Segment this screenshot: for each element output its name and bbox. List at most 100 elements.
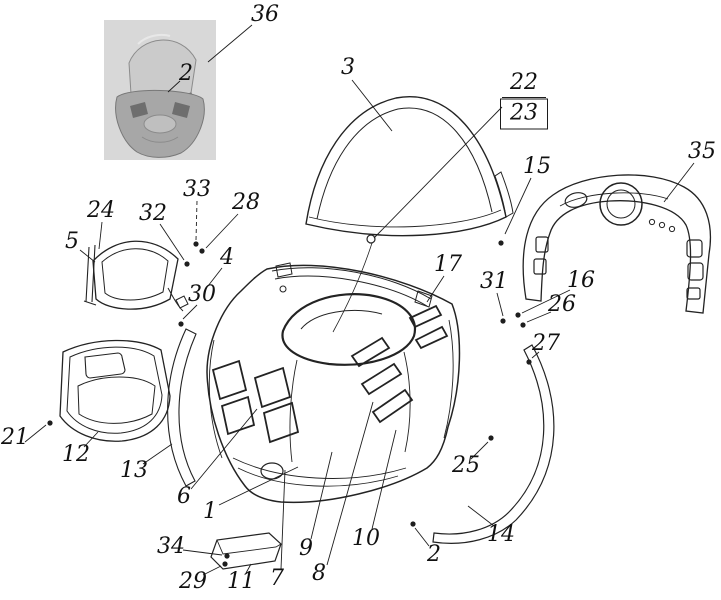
console-switch [533, 258, 547, 275]
leader-line-32 [159, 223, 185, 261]
leader-line-29 [202, 565, 222, 576]
fastener-dot-29 [222, 561, 228, 567]
leader-line-28 [205, 213, 239, 249]
windshield-mount-hole [366, 234, 376, 244]
thumbnail-hood-line [141, 136, 179, 143]
callout-22: 22 [502, 72, 546, 98]
leader-line-3 [351, 79, 393, 132]
callout-9: 9 [299, 536, 313, 561]
callout-31: 31 [480, 269, 508, 294]
panel-inner-edge [66, 346, 163, 434]
hinge-bar-inner [274, 275, 428, 307]
callout-26: 26 [548, 292, 576, 317]
fastener-dot-2 [410, 521, 416, 527]
thumbnail-vent-right [172, 102, 190, 118]
leader-line-35 [663, 162, 695, 203]
thumbnail-image [104, 20, 216, 160]
vent-slat [414, 325, 449, 350]
leader-line-21 [24, 424, 47, 443]
callout-16: 16 [567, 268, 595, 293]
hood-outline [206, 264, 461, 504]
fastener-dot-16 [515, 312, 521, 318]
opening-highlight [300, 309, 383, 330]
leader-line-2 [414, 527, 430, 547]
windshield-bottom-trim [308, 209, 502, 228]
callout-29: 29 [179, 569, 207, 594]
panel-outline [432, 344, 555, 544]
leader-line-15 [504, 177, 532, 235]
deflector-inner-edge [101, 248, 169, 301]
indicator-light [648, 218, 656, 226]
leader-line-10 [371, 429, 397, 530]
leader-line-17 [426, 275, 445, 303]
callout-2: 2 [427, 542, 441, 567]
fastener-dot-31 [500, 318, 506, 324]
indicator-light [668, 225, 676, 233]
trim-outline [167, 328, 197, 487]
headlight-opening [260, 462, 284, 480]
windshield-outline [305, 96, 507, 237]
callout-12: 12 [62, 442, 90, 467]
leader-line-9 [310, 451, 333, 540]
vent-slat [371, 388, 414, 424]
leader-line-11 [245, 563, 252, 574]
callout-33: 33 [183, 177, 211, 202]
console-vent-oval [564, 192, 588, 208]
callout-17: 17 [434, 252, 462, 277]
access-panel-part [59, 339, 171, 442]
side-panel-right-part [432, 344, 555, 544]
hinge-bracket-right [414, 290, 433, 308]
windshield-side-trim [494, 171, 514, 218]
fastener-dot-27 [526, 359, 532, 365]
panel-recess [77, 376, 156, 424]
console-switch [686, 287, 701, 300]
callout-15: 15 [523, 154, 551, 179]
leader-line-16 [521, 289, 571, 314]
hood-bottom-line [237, 467, 399, 487]
leader-line-2 [167, 80, 181, 93]
vent-slat [350, 336, 391, 368]
cowl-line-left [289, 359, 298, 463]
pivot-hole [279, 285, 287, 293]
callout-1: 1 [203, 499, 217, 524]
leader-line-8 [326, 401, 374, 566]
leader-line-23 [373, 106, 503, 239]
leader-line-12 [83, 431, 99, 448]
hinge-bar [271, 267, 432, 300]
leader-line-27 [531, 351, 540, 359]
wind-deflector-part [83, 240, 189, 312]
leader-line-34 [182, 549, 223, 556]
hinge-plate [175, 295, 189, 309]
console-switch [535, 236, 549, 253]
vent [262, 401, 300, 444]
leader-line-5 [79, 249, 96, 263]
leader-line-25 [470, 441, 489, 460]
hood-part [206, 262, 461, 504]
fastener-dot-26 [520, 322, 526, 328]
leader-line-6 [190, 408, 258, 490]
fastener-dot-33 [193, 241, 199, 247]
console-switch [687, 262, 704, 281]
windshield-inner-edge [316, 107, 493, 220]
vent [253, 366, 292, 409]
vent-slat [360, 362, 403, 396]
callout-11: 11 [227, 569, 255, 594]
callout-10: 10 [352, 526, 380, 551]
callout-21: 21 [1, 425, 29, 450]
gauge-face [606, 189, 636, 219]
gauge-ring [599, 182, 643, 226]
leader-line-7 [280, 469, 286, 570]
callout-34: 34 [157, 534, 185, 559]
callout-36: 36 [251, 2, 279, 27]
hood-left-contour [208, 339, 223, 459]
callout-24: 24 [87, 198, 115, 223]
callout-2: 2 [179, 61, 193, 86]
hinge-arm [167, 287, 184, 312]
thumbnail-vent-left [130, 102, 148, 118]
leader-lines-layer [24, 24, 695, 576]
callout-14: 14 [487, 522, 515, 547]
callout-27: 27 [532, 331, 560, 356]
leader-line-36 [207, 24, 253, 63]
